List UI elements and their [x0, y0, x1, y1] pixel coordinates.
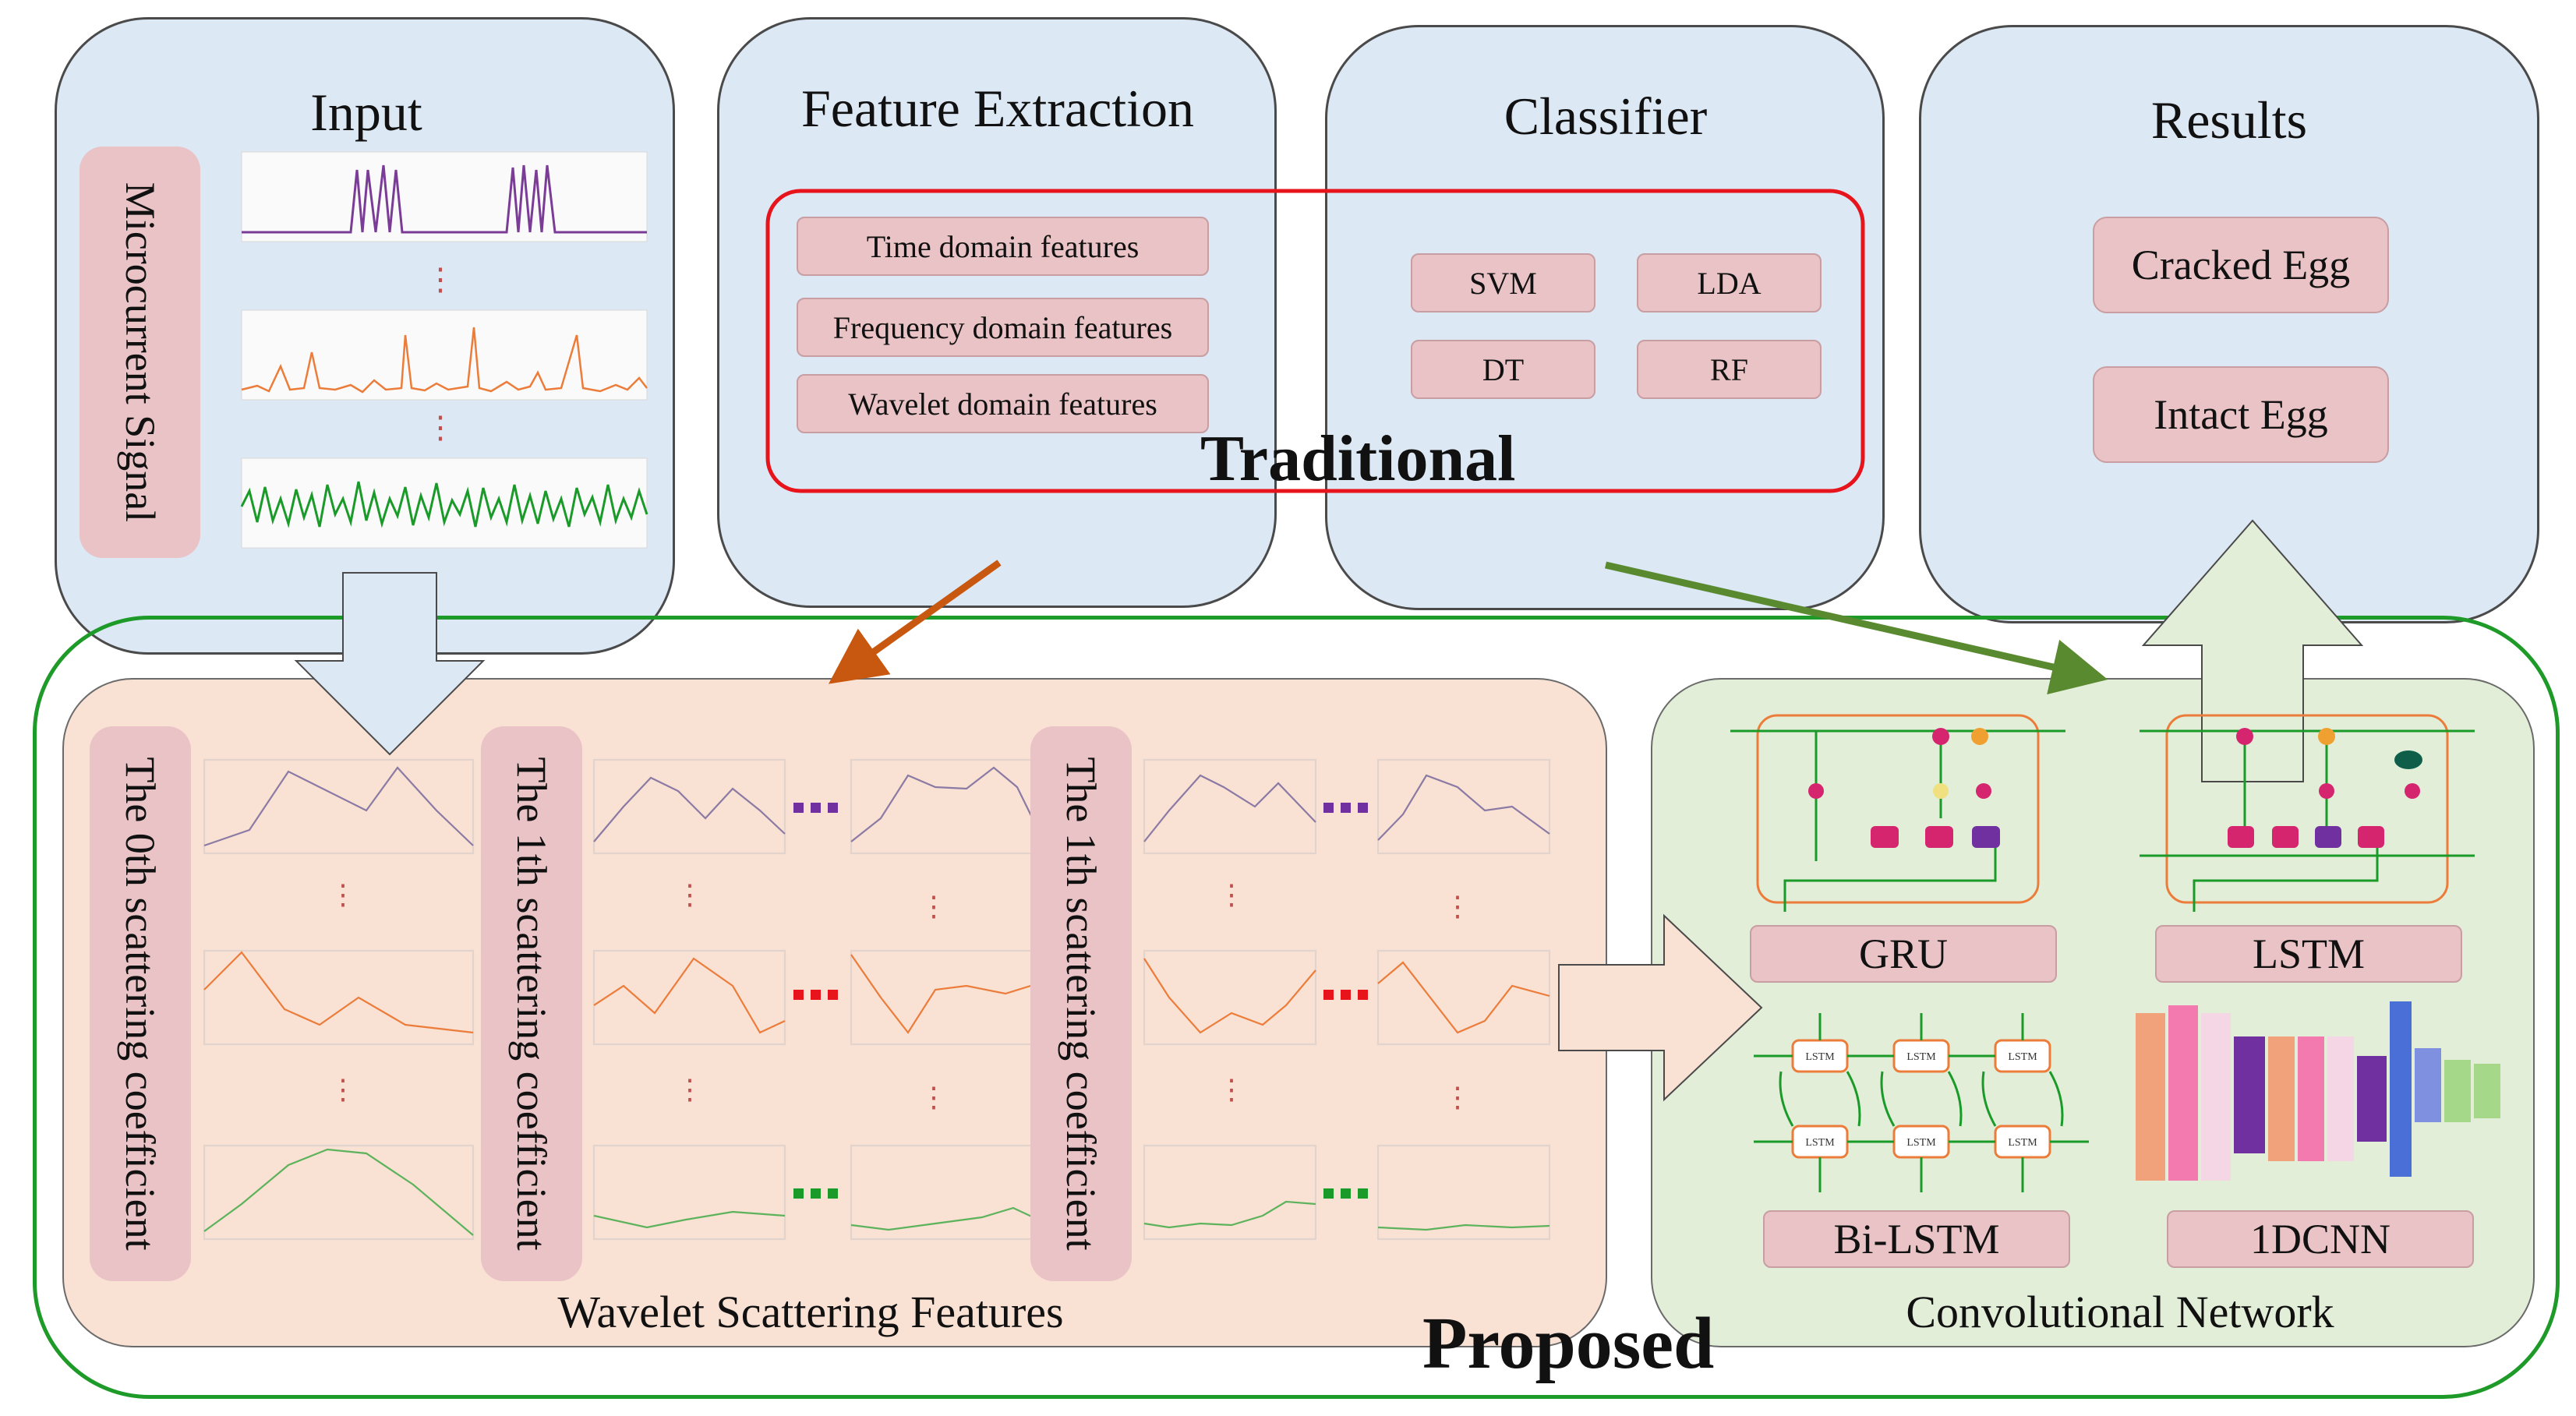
proposed-label: Proposed — [1422, 1303, 1715, 1384]
feature-extraction-title: Feature Extraction — [800, 79, 1195, 138]
frequency-domain-features-box: Frequency domain features — [797, 298, 1209, 357]
cracked-egg-box: Cracked Egg — [2093, 217, 2389, 313]
signal-plot-green — [240, 457, 648, 549]
1dcnn-diagram — [2136, 1001, 2500, 1181]
traditional-outline — [765, 189, 1865, 493]
svg-text:⋮: ⋮ — [425, 410, 456, 445]
bilstm-diagram: LSTM LSTM LSTM LSTM LSTM LSTM — [1754, 1013, 2089, 1192]
microcurrent-signal-label: Microcurrent Signal — [80, 147, 200, 558]
wavelet-domain-features-box: Wavelet domain features — [797, 374, 1209, 433]
svg-text:⋮: ⋮ — [329, 879, 357, 910]
svg-text:⋮: ⋮ — [1217, 1074, 1246, 1105]
signal-plot-orange — [241, 309, 648, 401]
wavelet-features-panel — [62, 678, 1607, 1347]
time-domain-features-box: Time domain features — [797, 217, 1209, 276]
svm-box: SVM — [1411, 253, 1595, 313]
lstm-cell-diagram — [2140, 714, 2475, 912]
svg-text:⋮: ⋮ — [676, 879, 704, 910]
dt-box: DT — [1411, 340, 1595, 399]
gru-cell-diagram — [1730, 714, 2065, 912]
classifier-to-network-arrow — [1604, 561, 2108, 695]
svg-text:LSTM: LSTM — [1906, 1051, 1936, 1063]
bilstm-box: Bi-LSTM — [1763, 1210, 2070, 1268]
results-title: Results — [2150, 90, 2308, 150]
svg-text:⋮: ⋮ — [920, 1082, 948, 1113]
svg-text:⋮: ⋮ — [329, 1074, 357, 1105]
svg-text:LSTM: LSTM — [1906, 1137, 1936, 1149]
scattering-coefficient-1b-label: The 1th scattering coefficient — [1030, 726, 1132, 1281]
gru-box: GRU — [1750, 925, 2057, 983]
lstm-box: LSTM — [2155, 925, 2462, 983]
svg-text:LSTM: LSTM — [2008, 1137, 2037, 1149]
svg-text:LSTM: LSTM — [1805, 1137, 1835, 1149]
classifier-panel — [1325, 25, 1885, 610]
results-panel — [1919, 25, 2539, 623]
svg-text:⋮: ⋮ — [676, 1074, 704, 1105]
classifier-title: Classifier — [1504, 87, 1708, 146]
traditional-label: Traditional — [1200, 422, 1516, 495]
1dcnn-box: 1DCNN — [2167, 1210, 2474, 1268]
proposed-region — [33, 616, 2560, 1399]
network-caption: Convolutional Network — [1906, 1287, 2334, 1337]
wavelet-to-network-arrow — [1558, 913, 1763, 1102]
lda-box: LDA — [1637, 253, 1822, 313]
svg-text:⋮: ⋮ — [920, 891, 948, 922]
signal-plot-purple — [241, 151, 648, 242]
svg-text:LSTM: LSTM — [2008, 1051, 2037, 1063]
scattering-coefficient-0-label: The 0th scattering coefficient — [90, 726, 191, 1281]
scattering-plots: ⋮ ⋮ ⋮ ⋮ ⋮ ⋮ ⋮ ⋮ ⋮ ⋮ — [203, 758, 1551, 1241]
input-title: Input — [310, 83, 422, 142]
svg-text:⋮: ⋮ — [1443, 1082, 1472, 1113]
intact-egg-box: Intact Egg — [2093, 366, 2389, 463]
results-up-arrow — [2141, 519, 2364, 782]
rf-box: RF — [1637, 340, 1822, 399]
svg-text:⋮: ⋮ — [425, 262, 456, 297]
wavelet-features-caption: Wavelet Scattering Features — [557, 1287, 1064, 1337]
feature-to-wavelet-arrow — [828, 560, 1002, 684]
svg-text:⋮: ⋮ — [1443, 891, 1472, 922]
scattering-coefficient-1-label: The 1th scattering coefficient — [481, 726, 582, 1281]
svg-text:⋮: ⋮ — [1217, 879, 1246, 910]
input-down-arrow — [294, 572, 486, 756]
svg-text:LSTM: LSTM — [1805, 1051, 1835, 1063]
